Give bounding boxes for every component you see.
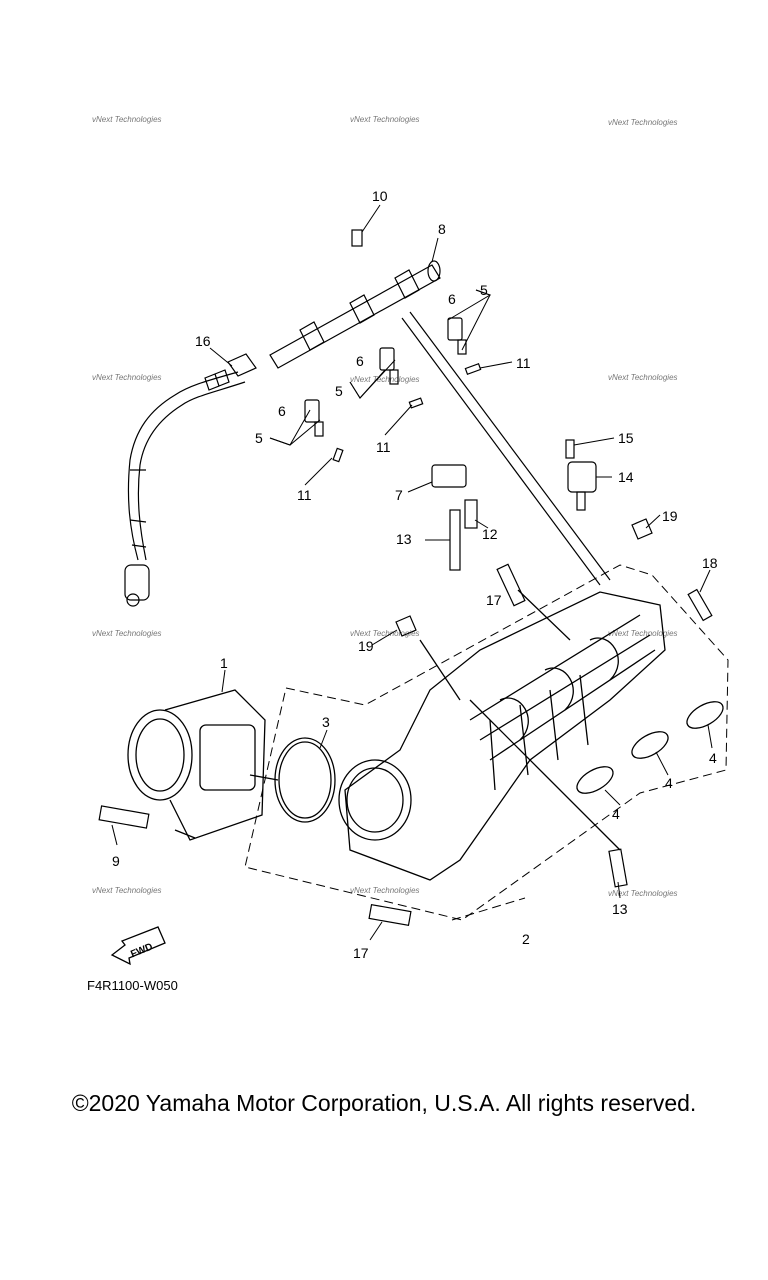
callout-6: 6 — [448, 291, 456, 307]
watermark: vNext Technologies — [608, 118, 678, 127]
o-rings — [576, 701, 724, 794]
leader-lines — [111, 204, 713, 941]
callout-9: 9 — [112, 853, 120, 869]
intake-gasket — [249, 737, 336, 823]
watermark: vNext Technologies — [350, 886, 420, 895]
callout-13: 13 — [612, 901, 628, 917]
copyright-notice: ©2020 Yamaha Motor Corporation, U.S.A. A… — [71, 1090, 697, 1116]
watermark: vNext Technologies — [92, 886, 162, 895]
callout-11: 11 — [376, 439, 391, 455]
callout-17: 17 — [353, 945, 369, 961]
callout-8: 8 — [438, 221, 446, 237]
intake-manifold — [338, 589, 666, 881]
watermark: vNext Technologies — [350, 115, 420, 124]
callout-16: 16 — [195, 333, 211, 349]
callout-1: 1 — [220, 655, 228, 671]
assembly-outline — [244, 564, 729, 921]
watermark: vNext Technologies — [608, 889, 678, 898]
callout-12: 12 — [482, 526, 498, 542]
callout-4: 4 — [612, 806, 620, 822]
watermark: vNext Technologies — [92, 115, 162, 124]
watermark: vNext Technologies — [350, 629, 420, 638]
callout-3: 3 — [322, 714, 330, 730]
callout-5: 5 — [480, 282, 488, 298]
callout-13: 13 — [396, 531, 412, 547]
watermark: vNext Technologies — [350, 375, 420, 384]
callout-11: 11 — [516, 355, 531, 371]
fuel-rail — [269, 260, 611, 586]
callout-6: 6 — [356, 353, 364, 369]
callout-4: 4 — [709, 750, 717, 766]
fuel-injectors — [304, 317, 482, 463]
watermarks: vNext Technologies vNext Technologies vN… — [92, 115, 678, 898]
callout-10: 10 — [372, 188, 388, 204]
callout-6: 6 — [278, 403, 286, 419]
callout-numbers: 1 2 3 4 4 4 5 5 5 6 6 6 7 8 9 10 11 11 1… — [112, 188, 718, 961]
fuel-hose — [124, 353, 257, 607]
callout-2: 2 — [522, 931, 530, 947]
callout-11: 11 — [297, 487, 312, 503]
watermark: vNext Technologies — [608, 629, 678, 638]
callout-14: 14 — [618, 469, 634, 485]
watermark: vNext Technologies — [92, 373, 162, 382]
callout-7: 7 — [395, 487, 403, 503]
callout-15: 15 — [618, 430, 634, 446]
throttle-body — [127, 689, 266, 841]
figure-code: F4R1100-W050 — [87, 978, 178, 993]
callout-19: 19 — [358, 638, 374, 654]
forward-arrow-icon: FWD — [110, 926, 166, 966]
callout-5: 5 — [335, 383, 343, 399]
watermark: vNext Technologies — [92, 629, 162, 638]
callout-17: 17 — [486, 592, 502, 608]
callout-4: 4 — [665, 775, 673, 791]
callout-5: 5 — [255, 430, 263, 446]
watermark: vNext Technologies — [608, 373, 678, 382]
callout-19: 19 — [662, 508, 678, 524]
callout-18: 18 — [702, 555, 718, 571]
